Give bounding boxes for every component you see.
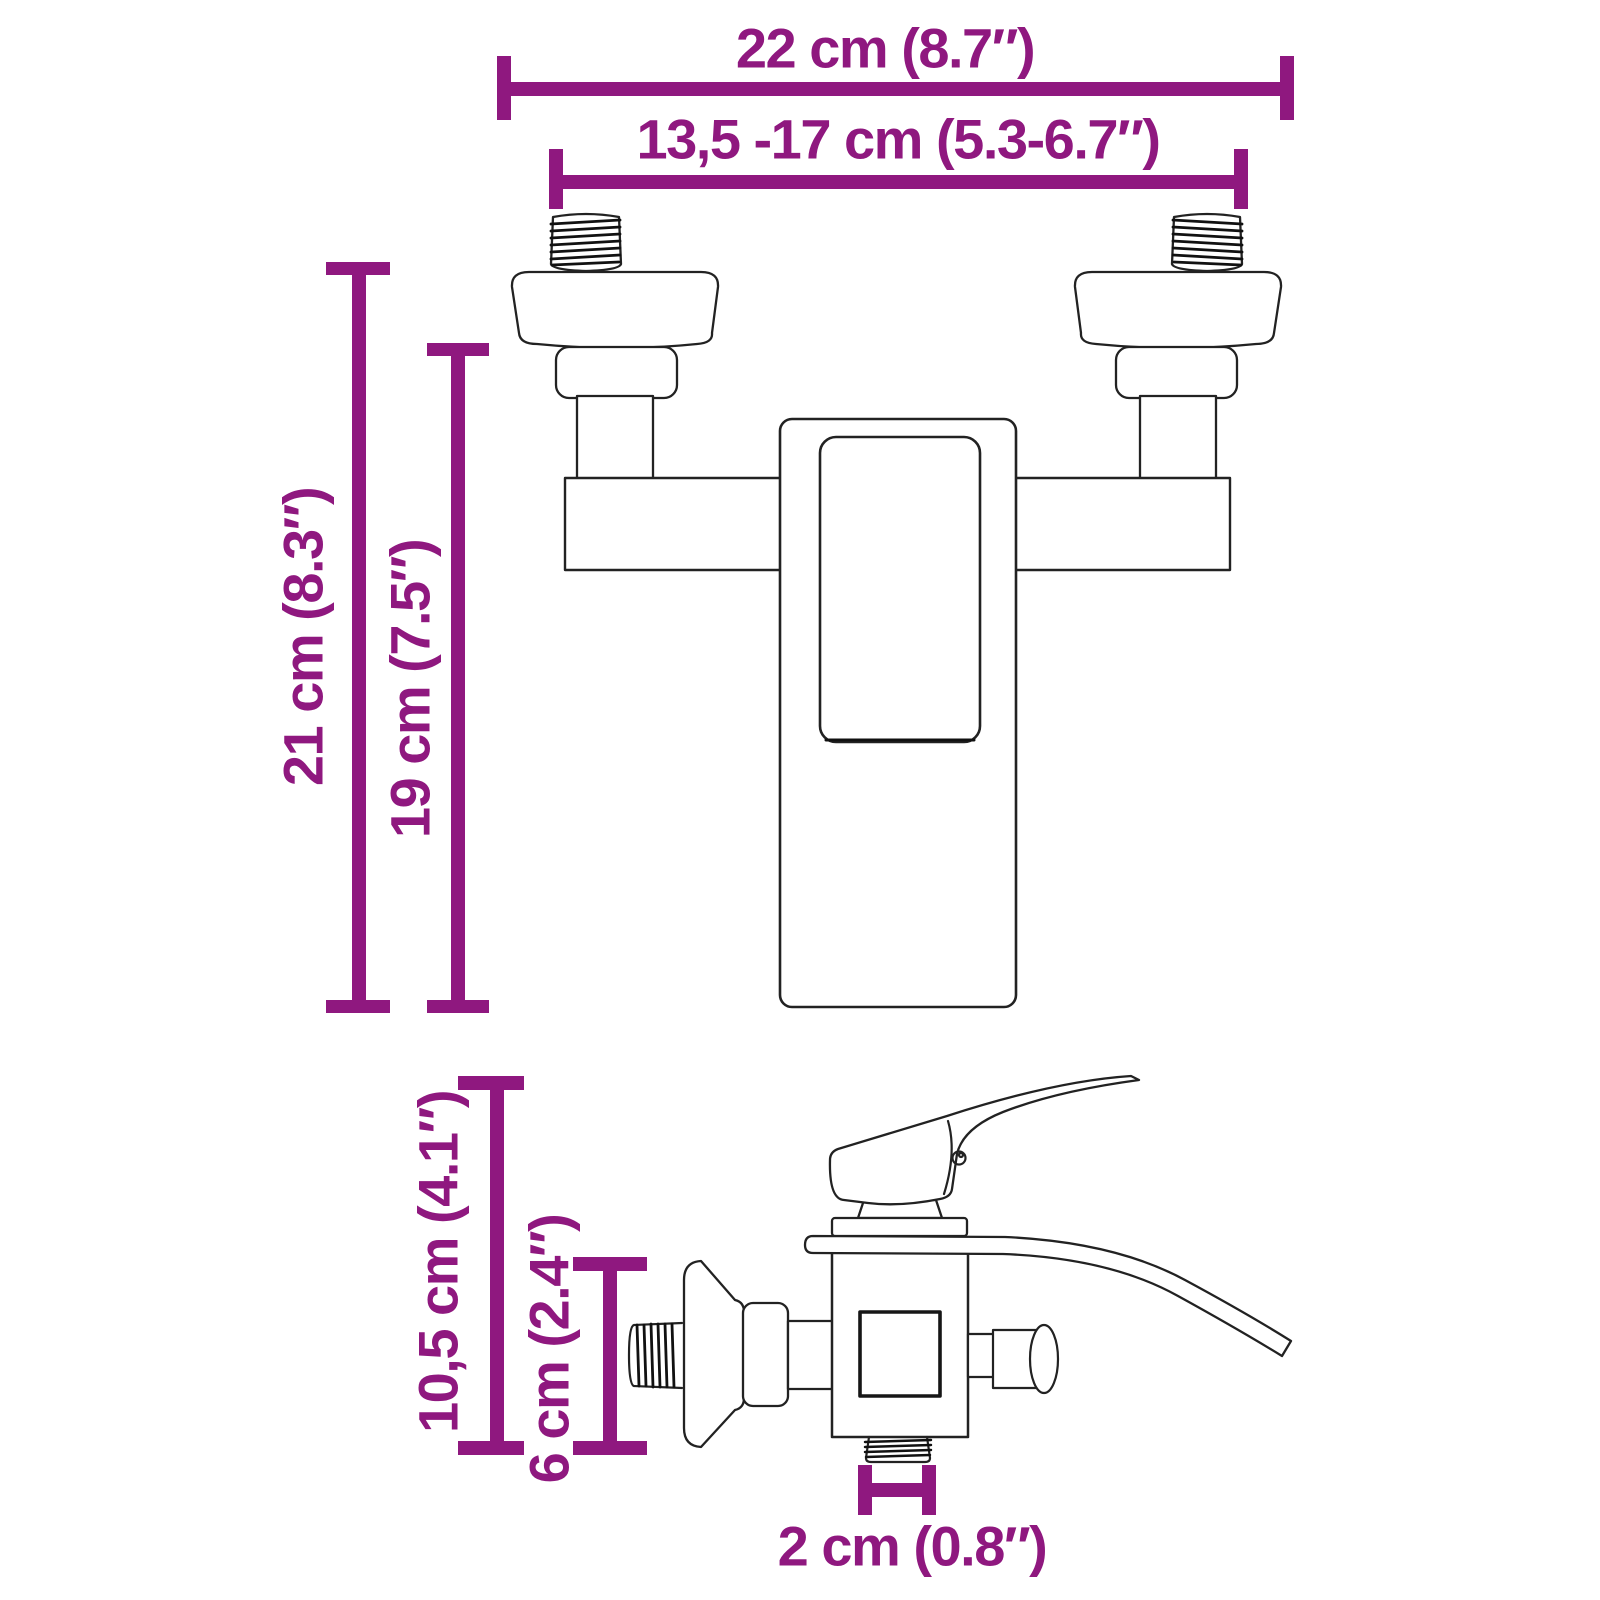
outlet-thread-ridges xyxy=(863,1438,933,1459)
dimension-label: 19 cm (7.5″) xyxy=(379,540,442,838)
handle-pivot-hole xyxy=(957,1151,965,1159)
connector-pipe xyxy=(575,394,655,482)
lever-edge-line xyxy=(942,1119,953,1196)
front-view-drawing xyxy=(510,212,1283,1009)
dimension-label: 13,5 -17 cm (5.3-6.7″) xyxy=(636,108,1159,171)
body-inset-square xyxy=(858,1310,942,1398)
dimension-body-depth: 6 cm (2.4″) xyxy=(518,1215,647,1484)
dimension-inlet-span: 13,5 -17 cm (5.3-6.7″) xyxy=(549,108,1248,209)
dimension-label: 22 cm (8.7″) xyxy=(736,17,1034,80)
dimension-label: 21 cm (8.3″) xyxy=(272,488,335,786)
side-view-drawing xyxy=(627,1074,1293,1464)
outlet-thread-outline xyxy=(864,1435,932,1464)
dimension-label: 6 cm (2.4″) xyxy=(518,1215,581,1484)
dimension-total-depth: 10,5 cm (4.1″) xyxy=(407,1076,524,1455)
mounting-nut xyxy=(554,345,679,400)
dimension-line xyxy=(858,1483,936,1497)
dimension-line xyxy=(352,262,366,1013)
thread-ridges xyxy=(549,218,622,267)
side-thread-ridges xyxy=(635,1322,676,1389)
dimension-outlet-width: 2 cm (0.8″) xyxy=(778,1465,1048,1578)
side-thread-outline xyxy=(627,1321,684,1390)
side-mounting-nut xyxy=(741,1301,790,1408)
dimension-line xyxy=(451,343,465,1013)
inlet-assembly-right xyxy=(1073,212,1283,482)
waterfall-spout xyxy=(803,1234,1293,1358)
side-connector-pipe xyxy=(786,1319,838,1391)
dimension-line xyxy=(549,175,1248,189)
handle-pivot xyxy=(951,1150,967,1166)
diverter-knob-cap xyxy=(1028,1323,1060,1395)
lever-handle xyxy=(828,1074,1141,1206)
dimension-total-width: 22 cm (8.7″) xyxy=(497,17,1294,120)
dimension-label: 10,5 cm (4.1″) xyxy=(407,1091,470,1433)
dimension-body-height: 19 cm (7.5″) xyxy=(379,343,489,1013)
faucet-body-panel xyxy=(818,435,982,744)
side-escutcheon xyxy=(682,1259,746,1449)
escutcheon xyxy=(510,270,720,350)
dimension-line xyxy=(603,1257,617,1455)
diverter-stem xyxy=(966,1332,998,1379)
dimension-line xyxy=(490,1076,504,1455)
dimension-line xyxy=(497,82,1294,96)
inlet-assembly-left xyxy=(510,212,720,482)
dimension-label: 2 cm (0.8″) xyxy=(778,1515,1047,1578)
top-plate xyxy=(830,1216,969,1238)
dimension-total-height: 21 cm (8.3″) xyxy=(272,262,390,1013)
